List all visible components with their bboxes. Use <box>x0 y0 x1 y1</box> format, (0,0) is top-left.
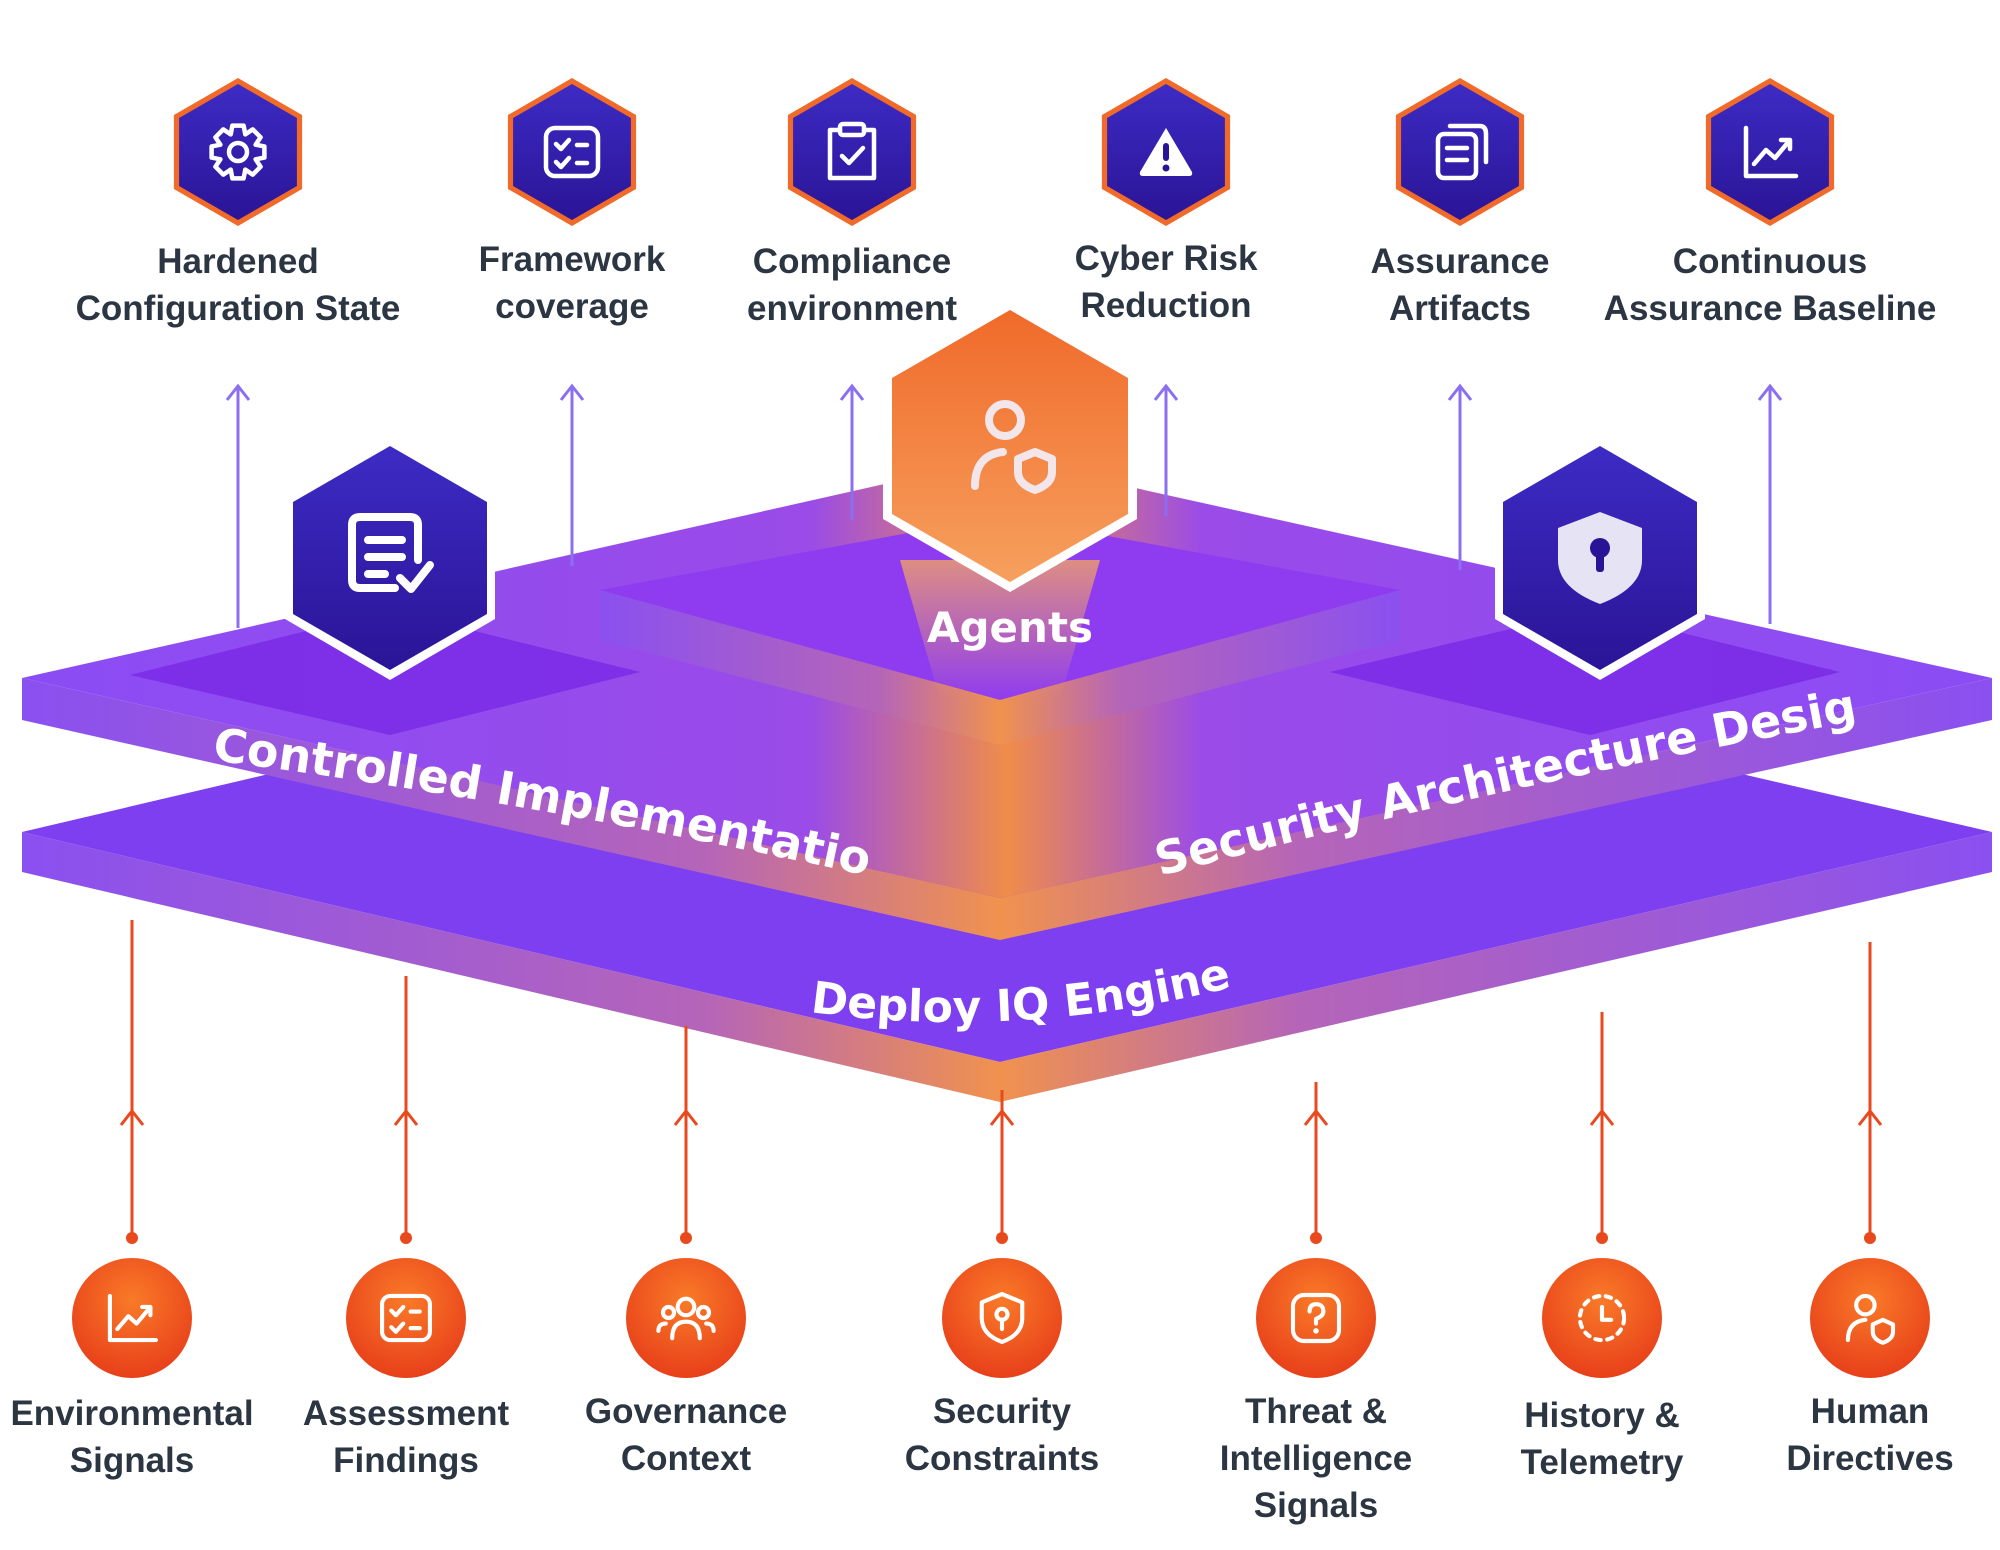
input-arrow <box>393 976 419 1244</box>
shield-lock-icon <box>1558 512 1642 604</box>
input-circle <box>942 1258 1062 1378</box>
output-arrows <box>225 383 1783 628</box>
users-group-icon <box>656 1296 716 1341</box>
input-circles <box>72 1258 1930 1378</box>
checklist-icon <box>543 125 601 179</box>
user-shield-icon <box>971 400 1056 494</box>
agents-label: Agents <box>927 603 1093 652</box>
user-shield-icon <box>1845 1293 1896 1345</box>
warning-icon <box>1139 128 1193 176</box>
left-platform-hex <box>285 436 495 680</box>
input-arrow <box>1857 942 1883 1244</box>
center-platform-hex <box>883 300 1137 592</box>
output-hex <box>173 78 303 226</box>
input-label: History &Telemetry <box>1520 1396 1684 1482</box>
output-hex <box>787 78 917 226</box>
trend-chart-icon <box>107 1293 158 1343</box>
input-circle <box>1256 1258 1376 1378</box>
output-hex <box>1395 78 1525 226</box>
input-arrow <box>989 1090 1015 1244</box>
output-arrow <box>839 383 865 520</box>
input-arrows <box>119 920 1883 1244</box>
output-arrow <box>1447 383 1473 570</box>
input-circle <box>72 1258 192 1378</box>
document-check-icon <box>348 513 434 593</box>
input-circle <box>1810 1258 1930 1378</box>
document-stack-icon <box>1435 123 1489 181</box>
input-arrow <box>1589 1012 1615 1244</box>
output-hex <box>507 78 637 226</box>
output-arrow <box>1153 383 1179 516</box>
history-clock-icon <box>1577 1293 1627 1343</box>
checklist-icon <box>380 1293 432 1343</box>
trend-chart-icon <box>1743 125 1799 179</box>
shield-keyhole-icon <box>979 1292 1025 1344</box>
agents-layer <box>600 516 1400 745</box>
gear-icon <box>209 123 267 181</box>
output-hex <box>1101 78 1231 226</box>
output-arrow <box>1757 383 1783 624</box>
input-arrow <box>1303 1082 1329 1244</box>
output-hexes <box>173 78 1835 226</box>
input-circle <box>1542 1258 1662 1378</box>
output-arrow <box>225 383 251 628</box>
output-arrow <box>559 383 585 566</box>
input-arrow <box>673 1026 699 1244</box>
input-arrow <box>119 920 145 1244</box>
input-circle <box>626 1258 746 1378</box>
output-hex <box>1705 78 1835 226</box>
clipboard-check-icon <box>827 121 877 181</box>
input-circle <box>346 1258 466 1378</box>
right-platform-hex <box>1495 436 1705 680</box>
question-icon <box>1290 1292 1342 1344</box>
